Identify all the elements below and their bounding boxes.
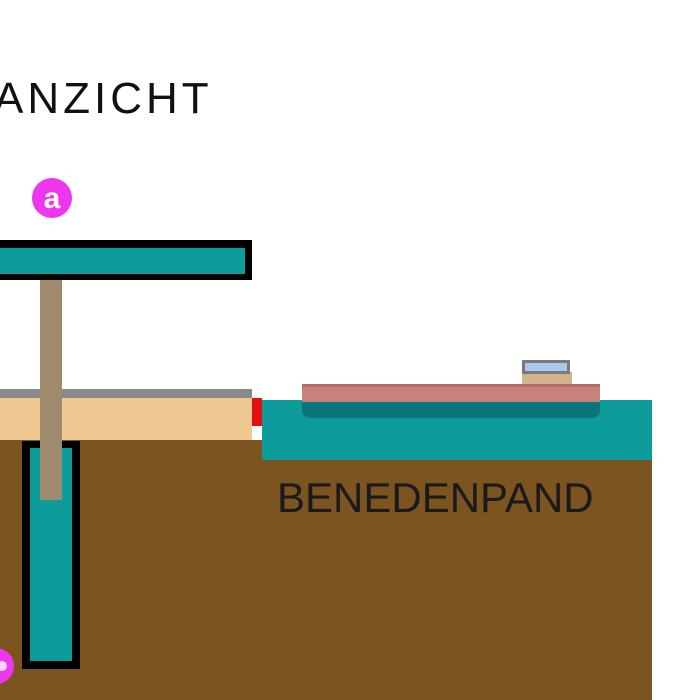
gate-marker [252, 398, 262, 426]
barge-hull [302, 384, 600, 402]
marker-b-inner [0, 661, 7, 671]
barge [302, 360, 600, 418]
barge-cabin-window [525, 363, 567, 371]
soil-ground [0, 440, 652, 700]
barge-deck-line [302, 384, 600, 387]
barge-submerged-shadow [302, 398, 600, 418]
marker-a-circle [32, 178, 72, 218]
lower-reach-label: BENEDENPAND [277, 474, 594, 521]
marker-a-label: a [44, 182, 61, 215]
marker-a: a [32, 178, 72, 218]
piston-column [40, 278, 62, 500]
view-title: ANZICHT [0, 74, 213, 123]
trough-water [0, 248, 245, 274]
marker-b [0, 648, 14, 684]
road-surface [0, 389, 252, 398]
sand-layer [0, 398, 252, 440]
barge-cabin-base [522, 372, 572, 384]
